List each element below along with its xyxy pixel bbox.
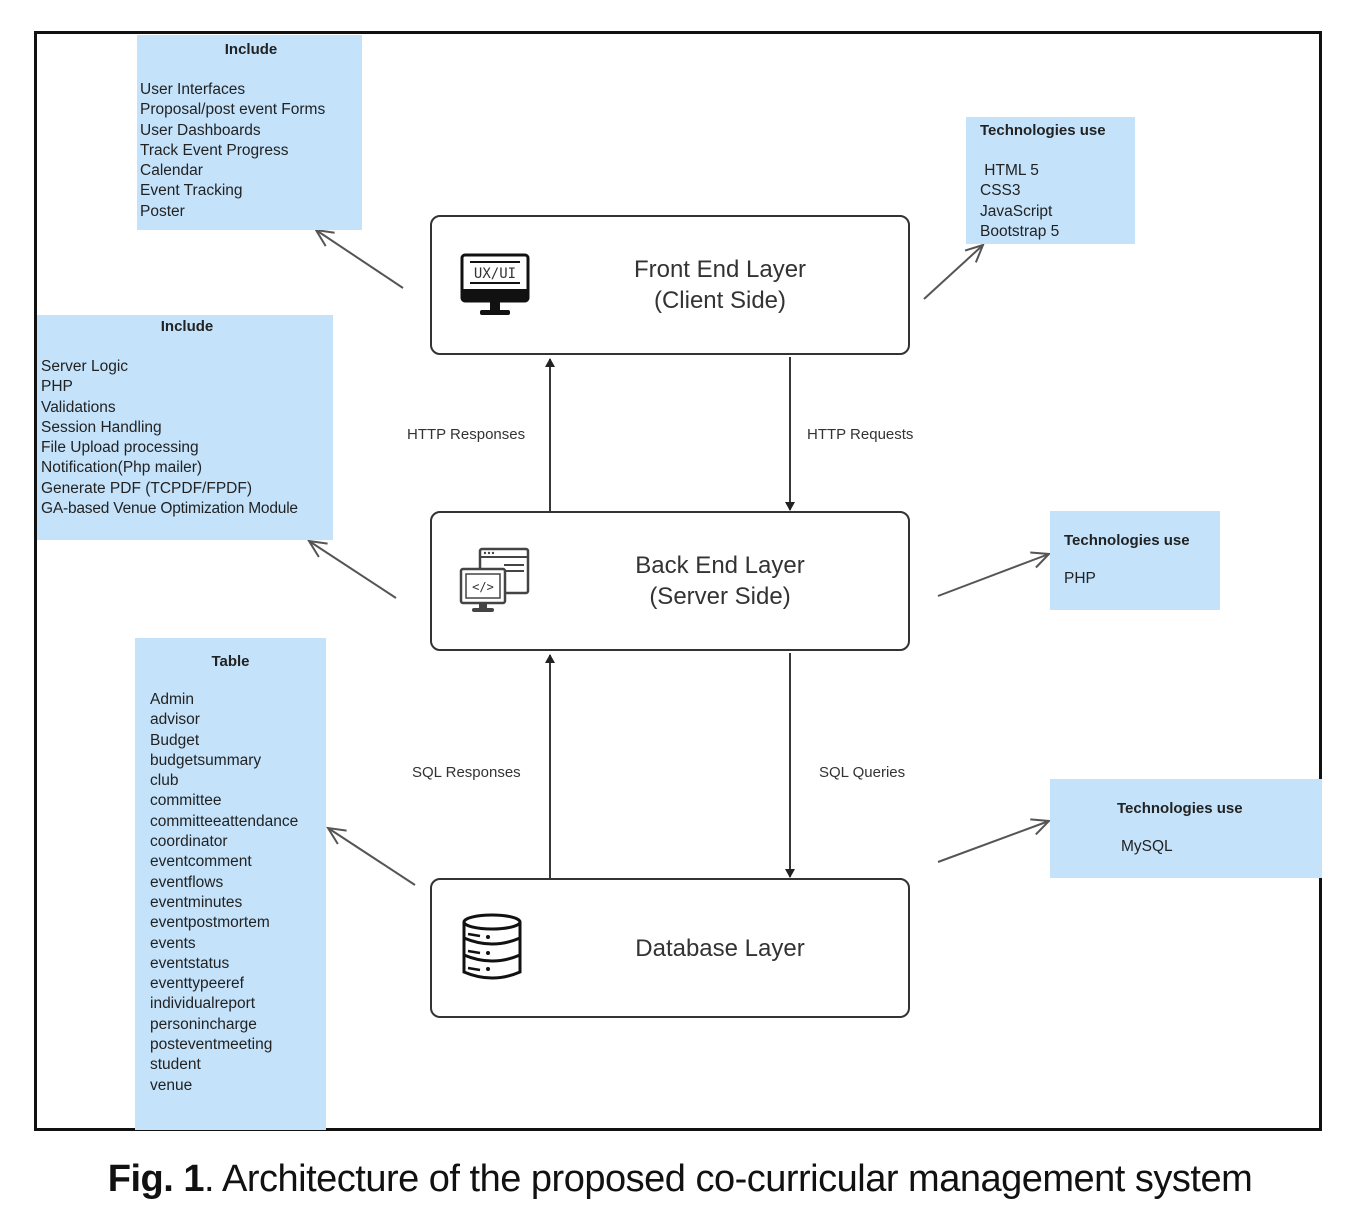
backend-layer-box: </> Back End Layer (Server Side) (430, 511, 910, 651)
note-item: CSS3 (980, 182, 1021, 200)
note-item: User Interfaces (140, 81, 246, 98)
table-item: eventtypeeref (150, 975, 244, 993)
table-item: budgetsummary (150, 751, 262, 769)
layer-title: Back End Layer (635, 552, 805, 579)
table-item: Budget (150, 731, 200, 749)
note-title: Technologies use (980, 122, 1106, 139)
backend-layer-label: Back End Layer (Server Side) (552, 513, 888, 649)
table-item: venue (150, 1076, 193, 1094)
icon-text: </> (472, 580, 494, 594)
table-item: events (150, 934, 196, 952)
note-item: HTML 5 (980, 162, 1039, 179)
note-item: PHP (1064, 570, 1096, 587)
note-title: Table (211, 653, 250, 670)
note-item: Event Tracking (140, 182, 243, 200)
table-item: eventflows (150, 873, 224, 891)
frontend-include-note: Include User Interfaces Proposal/post ev… (137, 35, 362, 230)
note-item: GA-based Venue Optimization Module (41, 500, 298, 518)
table-item: posteventmeeting (150, 1036, 273, 1054)
figure-caption-text: . Architecture of the proposed co-curric… (203, 1158, 1253, 1200)
database-tables-note: Table Admin advisor Budget budgetsummary… (135, 638, 326, 1130)
database-layer-label: Database Layer (552, 880, 888, 1016)
http-responses-label: HTTP Responses (407, 426, 526, 443)
sql-responses-label: SQL Responses (412, 764, 521, 781)
note-title: Technologies use (1064, 532, 1190, 549)
http-requests-label: HTTP Requests (807, 426, 914, 443)
database-tech-note: Technologies use MySQL (1050, 779, 1322, 878)
note-item: Bootstrap 5 (980, 222, 1060, 240)
table-item: committeeattendance (150, 812, 299, 830)
note-item: Calendar (140, 162, 203, 180)
table-item: personincharge (150, 1015, 257, 1033)
note-item: Generate PDF (TCPDF/FPDF) (41, 479, 252, 497)
table-item: advisor (150, 711, 200, 729)
table-item: individualreport (150, 995, 256, 1013)
note-item: Proposal/post event Forms (140, 101, 326, 119)
note-item: MySQL (1121, 838, 1173, 855)
table-item: club (150, 772, 179, 790)
note-item: Validations (41, 398, 116, 416)
table-item: committee (150, 792, 222, 810)
monitor-ux-ui-icon: UX/UI (458, 249, 534, 325)
note-title: Include (224, 41, 278, 58)
table-item: eventcomment (150, 853, 252, 871)
frontend-tech-note: Technologies use HTML 5 CSS3 JavaScript … (966, 117, 1135, 244)
frontend-layer-label: Front End Layer (Client Side) (552, 217, 888, 353)
note-item: JavaScript (980, 202, 1053, 220)
code-monitor-icon: </> (458, 545, 534, 621)
table-item: Admin (150, 691, 194, 708)
note-item: Notification(Php mailer) (41, 459, 203, 477)
note-item: Session Handling (41, 418, 162, 436)
table-item: coordinator (150, 833, 228, 851)
diagram-frame (34, 31, 1322, 1131)
note-item: User Dashboards (140, 121, 261, 139)
figure-number: Fig. 1 (107, 1158, 205, 1200)
note-item: PHP (41, 378, 73, 396)
database-layer-box: Database Layer (430, 878, 910, 1018)
note-item: Poster (140, 202, 185, 220)
layer-subtitle: (Server Side) (649, 583, 791, 610)
note-title: Technologies use (1117, 800, 1243, 817)
note-item: File Upload processing (41, 439, 199, 457)
table-item: eventstatus (150, 954, 230, 972)
backend-include-note: Include Server Logic PHP Validations Ses… (37, 315, 333, 540)
sql-queries-label: SQL Queries (819, 764, 906, 781)
backend-tech-note: Technologies use PHP (1050, 511, 1220, 610)
table-item: eventpostmortem (150, 914, 270, 932)
database-icon (458, 910, 534, 986)
note-title: Include (160, 318, 214, 335)
frontend-layer-box: UX/UI Front End Layer (Client Side) (430, 215, 910, 355)
layer-title: Database Layer (635, 934, 805, 962)
icon-text: UX/UI (474, 266, 516, 282)
layer-title: Front End Layer (633, 256, 807, 283)
figure-caption: Fig. 1. Architecture of the proposed co-… (0, 1158, 1360, 1201)
layer-subtitle: (Client Side) (653, 287, 787, 314)
note-item: Server Logic (41, 358, 129, 375)
table-item: student (150, 1056, 201, 1074)
table-item: eventminutes (150, 893, 243, 911)
note-item: Track Event Progress (140, 141, 289, 159)
